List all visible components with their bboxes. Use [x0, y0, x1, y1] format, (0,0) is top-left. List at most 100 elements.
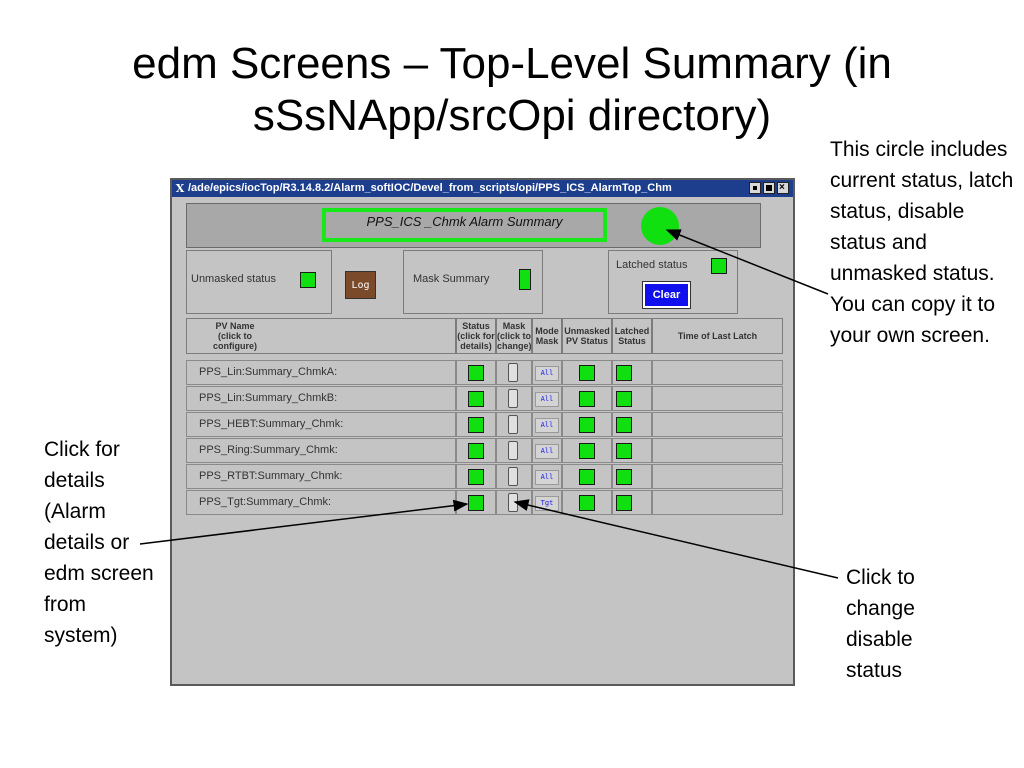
mask-toggle[interactable]: [508, 415, 518, 434]
minimize-icon: [753, 186, 757, 190]
details-callout: Click for details (Alarm details or edm …: [44, 438, 154, 647]
summary-status-circle[interactable]: [641, 207, 679, 245]
x-logo-icon: X: [175, 182, 185, 195]
status-details-lamp[interactable]: [468, 495, 484, 511]
slide-title: edm Screens – Top-Level Summary (in sSsN…: [0, 38, 1024, 142]
mask-cell: [496, 438, 532, 463]
mode-mask-button[interactable]: Tgt: [535, 496, 559, 511]
slide-title-line1: edm Screens – Top-Level Summary (in: [132, 39, 892, 88]
mask-toggle[interactable]: [508, 363, 518, 382]
latched-status-row-lamp: [616, 391, 632, 407]
status-cell: [456, 438, 496, 463]
alarm-table: PV Name (click to configure) Status (cli…: [186, 318, 783, 515]
mask-cell: [496, 464, 532, 489]
latched-status-row-lamp: [616, 469, 632, 485]
log-button[interactable]: Log: [345, 271, 376, 299]
latched-status-panel: Latched status Clear: [608, 250, 738, 314]
latched-status-row-lamp: [616, 443, 632, 459]
mode-mask-button[interactable]: All: [535, 418, 559, 433]
header-status: Status (click for details): [456, 318, 496, 354]
maximize-icon: [766, 185, 772, 191]
unmasked-pv-lamp: [579, 469, 595, 485]
pv-name-cell[interactable]: PPS_Ring:Summary_Chmk:: [186, 438, 456, 463]
time-last-latch-cell: [652, 464, 783, 489]
latched-status-lamp: [711, 258, 727, 274]
unmasked-status-label: Unmasked status: [191, 273, 276, 285]
status-cell: [456, 464, 496, 489]
latched-cell: [612, 464, 652, 489]
mode-mask-button[interactable]: All: [535, 470, 559, 485]
unmasked-pv-lamp: [579, 417, 595, 433]
mode-cell: All: [532, 360, 562, 385]
header-unmasked: Unmasked PV Status: [562, 318, 612, 354]
pv-name-cell[interactable]: PPS_Tgt:Summary_Chmk:: [186, 490, 456, 515]
table-row: PPS_HEBT:Summary_Chmk: All: [186, 412, 783, 437]
time-last-latch-cell: [652, 438, 783, 463]
unmasked-cell: [562, 438, 612, 463]
latched-status-row-lamp: [616, 365, 632, 381]
pv-name-cell[interactable]: PPS_Lin:Summary_ChmkB:: [186, 386, 456, 411]
alarm-summary-title: PPS_ICS _Chmk Alarm Summary: [322, 208, 607, 242]
circle-callout: This circle includes current status, lat…: [830, 138, 1014, 347]
mode-cell: All: [532, 412, 562, 437]
unmasked-cell: [562, 360, 612, 385]
latched-cell: [612, 360, 652, 385]
clear-button[interactable]: Clear: [642, 281, 691, 309]
mask-toggle[interactable]: [508, 467, 518, 486]
mask-summary-label: Mask Summary: [413, 273, 490, 285]
pv-name-cell[interactable]: PPS_HEBT:Summary_Chmk:: [186, 412, 456, 437]
status-cell: [456, 360, 496, 385]
header-pv-name: PV Name (click to configure): [186, 318, 456, 354]
time-last-latch-cell: [652, 412, 783, 437]
slide-title-line2: sSsNApp/srcOpi directory): [252, 91, 772, 140]
status-details-lamp[interactable]: [468, 391, 484, 407]
header-panel: PPS_ICS _Chmk Alarm Summary: [186, 203, 761, 248]
window-title: /ade/epics/iocTop/R3.14.8.2/Alarm_softIO…: [188, 182, 672, 194]
mask-cell: [496, 386, 532, 411]
latched-cell: [612, 438, 652, 463]
mode-mask-button[interactable]: All: [535, 392, 559, 407]
minimize-button[interactable]: [749, 182, 761, 194]
unmasked-pv-lamp: [579, 443, 595, 459]
unmasked-cell: [562, 490, 612, 515]
mode-cell: All: [532, 464, 562, 489]
latched-cell: [612, 412, 652, 437]
mode-mask-button[interactable]: All: [535, 366, 559, 381]
time-last-latch-cell: [652, 360, 783, 385]
unmasked-pv-lamp: [579, 391, 595, 407]
pv-name-cell[interactable]: PPS_Lin:Summary_ChmkA:: [186, 360, 456, 385]
mode-mask-button[interactable]: All: [535, 444, 559, 459]
window-titlebar[interactable]: X/ade/epics/iocTop/R3.14.8.2/Alarm_softI…: [172, 180, 793, 197]
unmasked-cell: [562, 386, 612, 411]
header-latched: Latched Status: [612, 318, 652, 354]
latched-status-row-lamp: [616, 417, 632, 433]
latched-status-row-lamp: [616, 495, 632, 511]
status-details-lamp[interactable]: [468, 365, 484, 381]
mask-toggle[interactable]: [508, 493, 518, 512]
status-details-lamp[interactable]: [468, 417, 484, 433]
unmasked-pv-lamp: [579, 365, 595, 381]
unmasked-pv-lamp: [579, 495, 595, 511]
status-cell: [456, 490, 496, 515]
table-row: PPS_RTBT:Summary_Chmk: All: [186, 464, 783, 489]
mask-toggle[interactable]: [508, 389, 518, 408]
mode-cell: All: [532, 438, 562, 463]
mask-summary-lamp: [519, 269, 531, 290]
header-mode-mask: Mode Mask: [532, 318, 562, 354]
unmasked-status-lamp: [300, 272, 316, 288]
status-cell: [456, 386, 496, 411]
status-details-lamp[interactable]: [468, 469, 484, 485]
mask-toggle[interactable]: [508, 441, 518, 460]
pv-name-cell[interactable]: PPS_RTBT:Summary_Chmk:: [186, 464, 456, 489]
table-row: PPS_Lin:Summary_ChmkA: All: [186, 360, 783, 385]
status-details-lamp[interactable]: [468, 443, 484, 459]
disable-callout: Click to change disable status: [846, 566, 915, 682]
maximize-button[interactable]: [763, 182, 775, 194]
latched-status-label: Latched status: [616, 259, 688, 271]
time-last-latch-cell: [652, 386, 783, 411]
time-last-latch-cell: [652, 490, 783, 515]
header-mask: Mask (click to change): [496, 318, 532, 354]
mask-summary-panel: Mask Summary: [403, 250, 543, 314]
close-button[interactable]: ×: [777, 182, 789, 194]
latched-cell: [612, 386, 652, 411]
